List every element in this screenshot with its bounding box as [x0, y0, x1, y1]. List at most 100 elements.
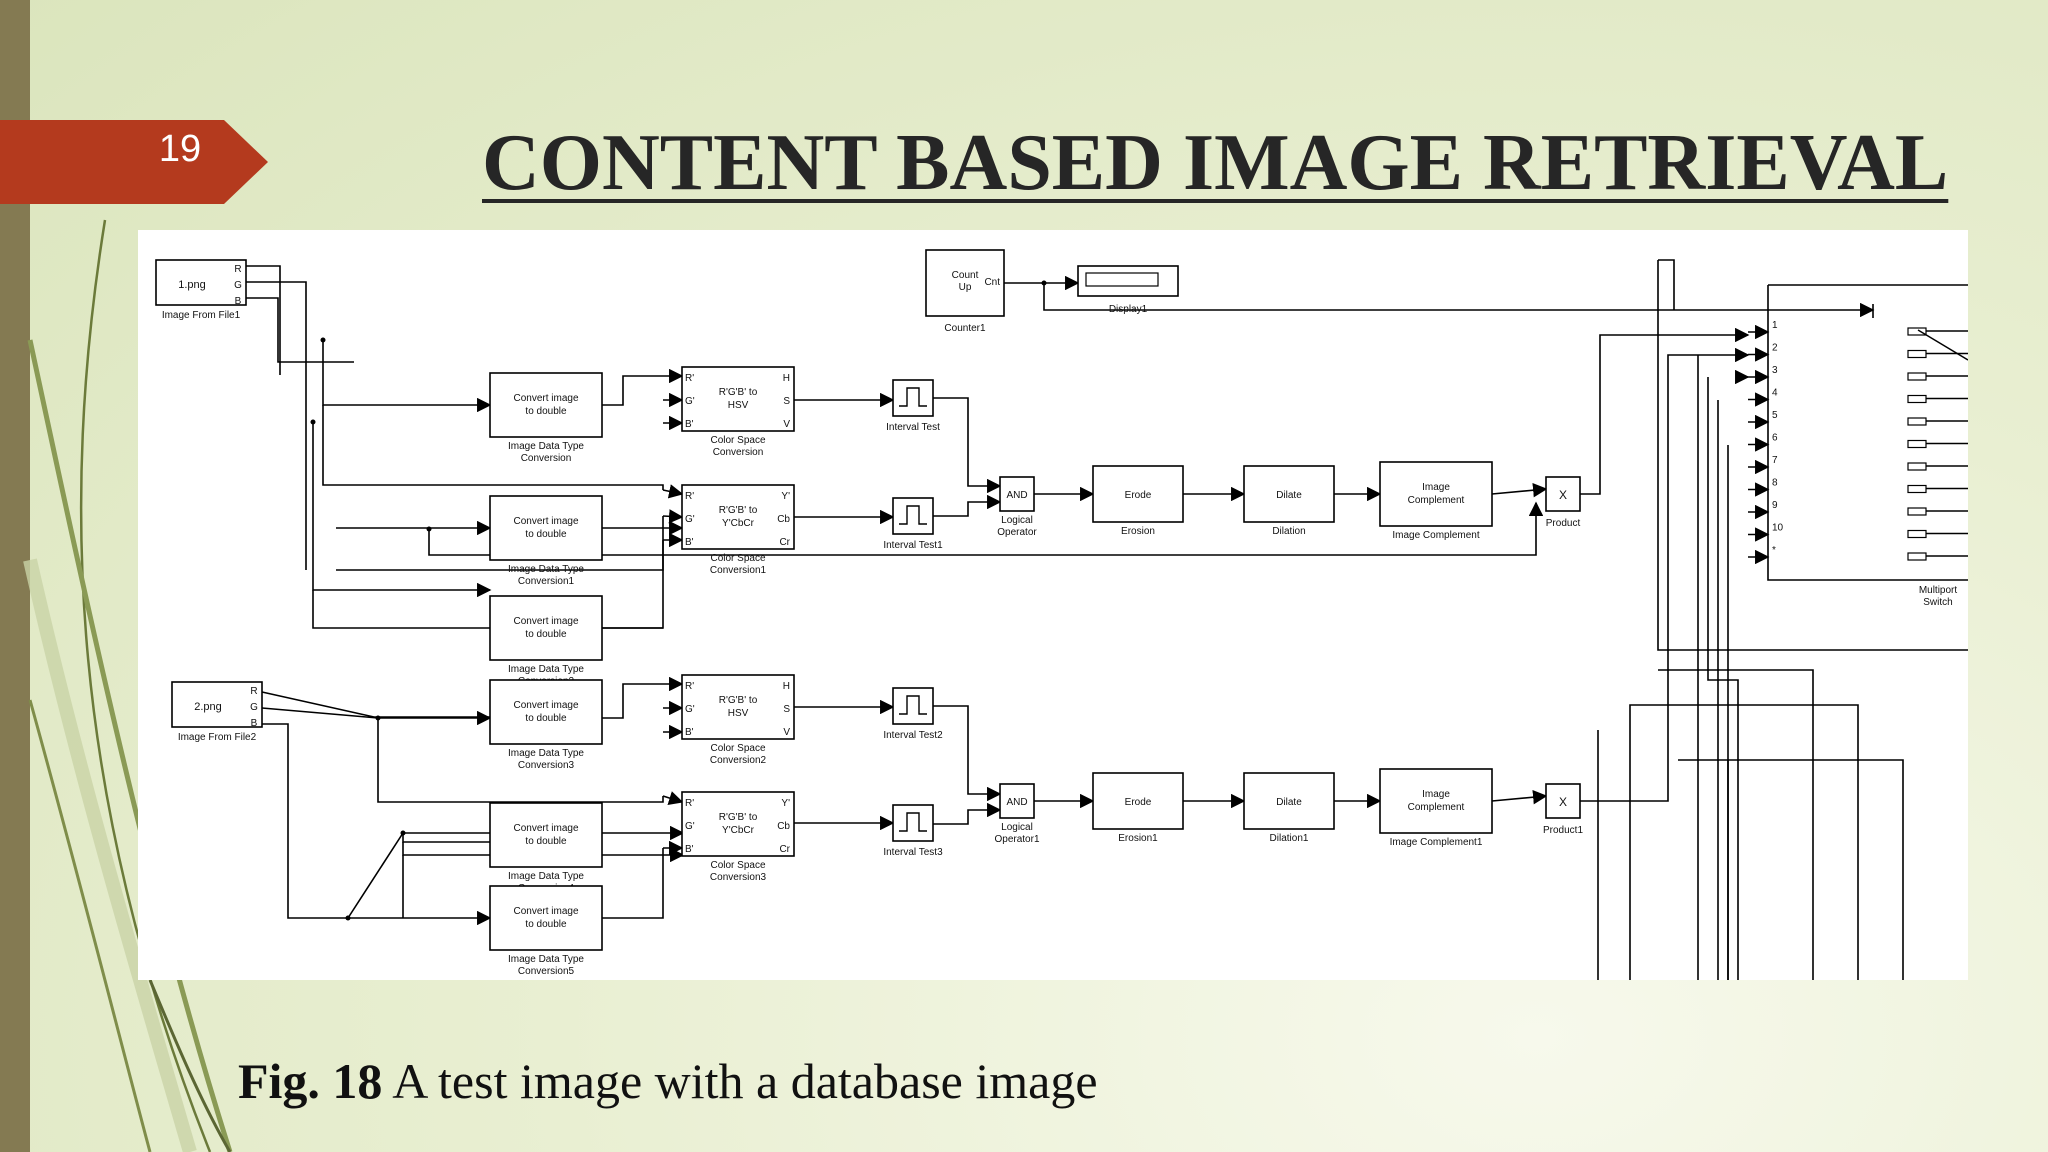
convert-image-block-1	[489, 372, 603, 438]
wire	[1580, 347, 1750, 802]
cs-label: Color Space	[710, 435, 765, 446]
convert-image-text: to double	[525, 836, 567, 847]
wire	[322, 405, 664, 490]
convert-image-text: to double	[525, 529, 567, 540]
convert-image-text: to double	[525, 713, 567, 724]
wire	[1043, 283, 1875, 318]
interval-test-icon	[899, 387, 927, 407]
logical-operator-label: Operator1	[994, 834, 1039, 845]
cs-in-port: R'	[685, 798, 694, 809]
multiport-port-label: 5	[1772, 410, 1778, 421]
cs-in-port: R'	[685, 373, 694, 384]
complement-text: Complement	[1408, 802, 1465, 813]
display-label: Display1	[1109, 304, 1148, 315]
complement-text: Image	[1422, 482, 1450, 493]
multiport-port-label: 9	[1772, 500, 1778, 511]
junction-dot	[400, 830, 406, 836]
wire	[662, 791, 684, 805]
cs-in-port: G'	[685, 704, 695, 715]
multiport-port-label: 3	[1772, 365, 1778, 376]
wire	[1707, 377, 1739, 980]
interval-test-label: Interval Test	[886, 422, 940, 433]
conversion-label: Image Data Type	[508, 664, 584, 675]
counter-text: Count	[952, 270, 979, 281]
counter-text: Up	[959, 282, 972, 293]
color-space-block-2	[681, 484, 795, 550]
cs-label: Conversion	[713, 447, 764, 458]
wire	[662, 509, 684, 524]
wire	[933, 705, 1002, 802]
multiport-label: Switch	[1923, 597, 1952, 608]
wire	[261, 691, 516, 718]
counter-block	[925, 249, 1005, 317]
complement-text: Complement	[1408, 495, 1465, 506]
cs-in-port: G'	[685, 396, 695, 407]
cs-out-port: V	[783, 727, 790, 738]
conversion-label: Image Data Type	[508, 871, 584, 882]
wire	[662, 484, 684, 499]
wire	[1491, 790, 1548, 805]
multiport-port-stub	[1907, 417, 1927, 426]
multiport-port-stub	[1907, 349, 1927, 359]
cs-out-port: Y'	[781, 491, 790, 502]
junction-dot	[375, 715, 381, 721]
convert-image-text: Convert image	[513, 700, 578, 711]
junction-dot	[1041, 280, 1047, 286]
port-label-g: G	[250, 702, 258, 713]
complement-block-1	[1379, 461, 1493, 527]
wire	[402, 833, 490, 843]
cs-out-port: Cr	[779, 537, 790, 548]
product-block-1	[1545, 476, 1581, 512]
erode-text: Erode	[1125, 490, 1152, 501]
wire	[262, 723, 492, 926]
junction-dot	[320, 337, 326, 343]
cs-in-port: G'	[685, 821, 695, 832]
multiport-port-label: 1	[1772, 320, 1778, 331]
convert-image-block-4	[489, 679, 603, 745]
interval-test-block-4	[892, 804, 934, 842]
cs-in-port: B'	[685, 419, 694, 430]
interval-test-label: Interval Test1	[883, 540, 943, 551]
multiport-port-stub	[1907, 439, 1927, 449]
dilation-label: Dilation	[1272, 526, 1305, 537]
erosion-label: Erosion1	[1118, 833, 1158, 844]
logical-operator-label: Logical	[1001, 515, 1033, 526]
multiport-switch-block	[1767, 284, 1968, 581]
cs-out-port: Cr	[779, 844, 790, 855]
cs-out-port: H	[783, 681, 790, 692]
wire	[377, 718, 664, 803]
complement-text: Image	[1422, 789, 1450, 800]
wire	[246, 265, 281, 375]
convert-image-block-6	[489, 885, 603, 951]
conversion-label: Conversion1	[518, 576, 575, 587]
and-block-2	[999, 783, 1035, 819]
convert-image-text: Convert image	[513, 516, 578, 527]
image-file-name: 1.png	[178, 279, 206, 291]
junction-dot	[345, 915, 351, 921]
dilate-text: Dilate	[1276, 797, 1302, 808]
dilation-block-1	[1243, 465, 1335, 523]
wire	[1657, 260, 1968, 651]
figure-caption-text: A test image with a database image	[392, 1053, 1098, 1109]
image-file-name: 2.png	[194, 701, 222, 713]
cs-out-port: Cb	[777, 821, 790, 832]
display-screen	[1085, 272, 1159, 287]
wire	[1678, 759, 1904, 980]
figure-caption: Fig. 18 A test image with a database ima…	[238, 1052, 1098, 1110]
multiport-port-stub	[1907, 462, 1927, 471]
multiport-port-label: 4	[1772, 388, 1778, 399]
multiport-port-stub	[1907, 484, 1927, 494]
cs-text: R'G'B' to	[719, 695, 758, 706]
interval-test-block-3	[892, 687, 934, 725]
multiport-port-stub	[1907, 552, 1927, 561]
wire	[428, 501, 1544, 556]
port-label-g: G	[234, 280, 242, 291]
dilation-block-2	[1243, 772, 1335, 830]
cs-in-port: B'	[685, 727, 694, 738]
multiport-port-stub	[1907, 507, 1927, 516]
wire	[1580, 327, 1750, 495]
wire	[602, 368, 684, 406]
product-label: Product1	[1543, 825, 1583, 836]
